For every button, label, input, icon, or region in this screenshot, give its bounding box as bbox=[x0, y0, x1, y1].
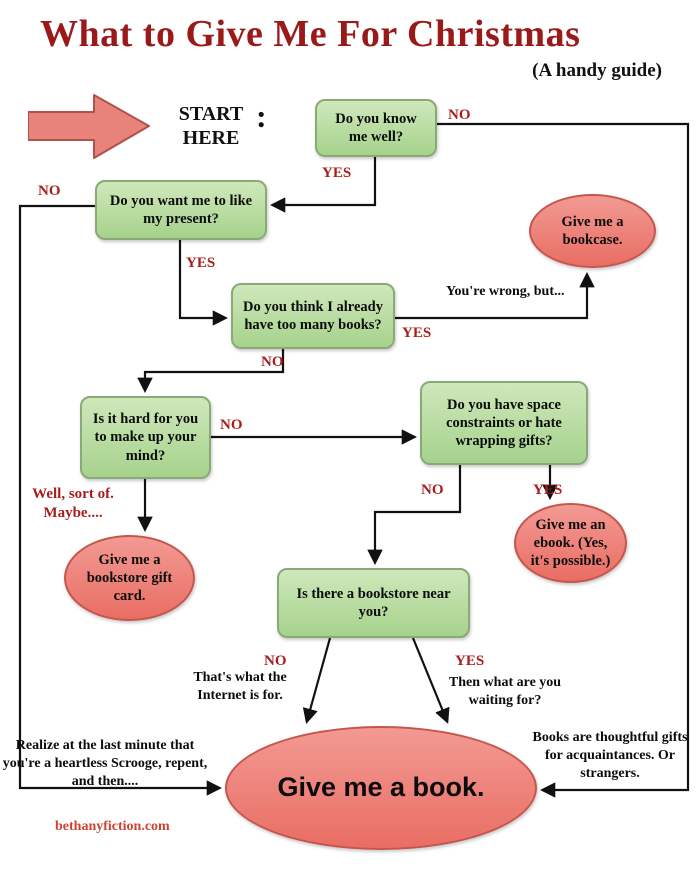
edge-likepresent-yes bbox=[178, 240, 229, 326]
edge-space-no bbox=[367, 465, 462, 566]
start-arrow-icon bbox=[28, 94, 150, 159]
node-hard-to-make-up-mind: Is it hard for you to make up your mind? bbox=[80, 396, 211, 479]
edge-label-knowme-yes: YES bbox=[322, 165, 352, 181]
outcome-give-me-a-book: Give me a book. bbox=[225, 726, 537, 850]
edge-label-bookstore-yes: YES bbox=[455, 653, 485, 669]
note-internet: That's what the Internet is for. bbox=[193, 670, 287, 704]
outcome-ebook: Give me an ebook. (Yes, it's possible.) bbox=[514, 503, 627, 583]
edge-label-space-yes: YES bbox=[533, 482, 563, 498]
node-do-you-know-me-well: Do you know me well? bbox=[315, 99, 437, 157]
edge-bookstore-no bbox=[302, 637, 332, 724]
note-youre-wrong-but: You're wrong, but... bbox=[446, 284, 565, 299]
subtitle: (A handy guide) bbox=[532, 60, 662, 81]
note-scrooge: Realize at the last minute that you're a… bbox=[2, 738, 208, 790]
note-waiting: Then what are you waiting for? bbox=[448, 675, 562, 709]
node-want-me-to-like-present: Do you want me to like my present? bbox=[95, 180, 267, 240]
edge-label-knowme-no: NO bbox=[448, 107, 471, 123]
edge-label-hard-no: NO bbox=[220, 417, 243, 433]
node-too-many-books: Do you think I already have too many boo… bbox=[231, 283, 395, 349]
outcome-bookstore-gift-card: Give me a bookstore gift card. bbox=[64, 535, 195, 621]
page-title: What to Give Me For Christmas bbox=[40, 13, 581, 55]
edge-label-bookstore-no: NO bbox=[264, 653, 287, 669]
node-space-constraints: Do you have space constraints or hate wr… bbox=[420, 381, 588, 465]
edge-label-toomany-no: NO bbox=[261, 354, 284, 370]
node-bookstore-near-you: Is there a bookstore near you? bbox=[277, 568, 470, 638]
note-thoughtful-gifts: Books are thoughtful gifts for acquainta… bbox=[532, 730, 688, 782]
edge-label-hard-maybe: Well, sort of. Maybe.... bbox=[32, 486, 114, 521]
edge-label-space-no: NO bbox=[421, 482, 444, 498]
start-here-label: START HERE bbox=[178, 103, 244, 149]
footer-credit: bethanyfiction.com bbox=[55, 819, 170, 834]
edge-label-likepresent-no: NO bbox=[38, 183, 61, 199]
start-colon: : bbox=[256, 98, 267, 134]
outcome-bookcase: Give me a bookcase. bbox=[529, 194, 656, 268]
edge-label-likepresent-yes: YES bbox=[186, 255, 216, 271]
edge-label-toomany-yes: YES bbox=[402, 325, 432, 341]
